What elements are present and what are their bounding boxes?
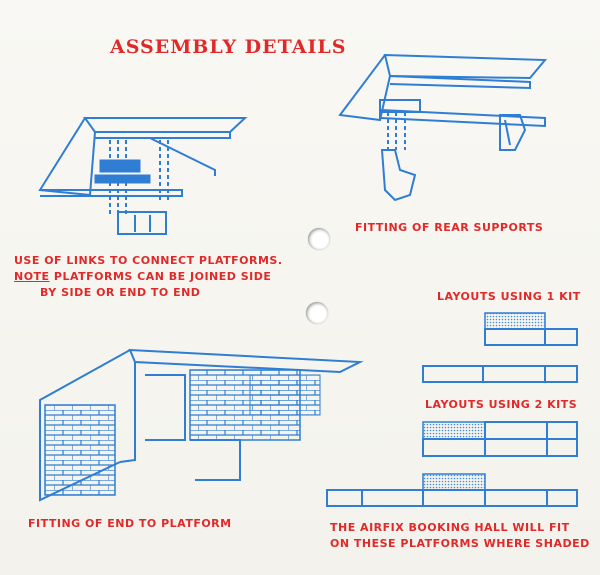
caption-end-to-platform: FITTING OF END TO PLATFORM [28, 517, 232, 530]
end-to-platform-drawing [39, 348, 364, 502]
punch-hole-upper [308, 228, 330, 250]
caption-rear-supports: FITTING OF REAR SUPPORTS [355, 221, 544, 234]
caption-booking-hall-line1: THE AIRFIX BOOKING HALL WILL FIT [330, 521, 570, 534]
caption-links: USE OF LINKS TO CONNECT PLATFORMS. NOTE … [14, 253, 283, 301]
layout-1kit-b [422, 365, 578, 383]
caption-booking-hall-line2: ON THESE PLATFORMS WHERE SHADED [330, 537, 590, 550]
caption-links-line3: BY SIDE OR END TO END [40, 286, 201, 299]
caption-links-line2-text: PLATFORMS CAN BE JOINED SIDE [49, 270, 272, 283]
caption-note-label: NOTE [14, 270, 50, 283]
layout-1kit-a [484, 312, 578, 346]
caption-layouts-1-kit: LAYOUTS USING 1 KIT [437, 290, 581, 303]
caption-layouts-2-kits: LAYOUTS USING 2 KITS [425, 398, 578, 411]
rear-supports-drawing [338, 53, 548, 202]
caption-links-line1: USE OF LINKS TO CONNECT PLATFORMS. [14, 254, 283, 267]
layout-2kit-b [326, 473, 578, 507]
caption-booking-hall: THE AIRFIX BOOKING HALL WILL FIT ON THES… [330, 520, 590, 552]
links-drawing [38, 117, 248, 235]
caption-links-line2: NOTE PLATFORMS CAN BE JOINED SIDE [14, 269, 283, 285]
punch-hole-lower [306, 302, 328, 324]
page-title: ASSEMBLY DETAILS [110, 36, 347, 58]
layout-2kit-a [422, 421, 578, 457]
